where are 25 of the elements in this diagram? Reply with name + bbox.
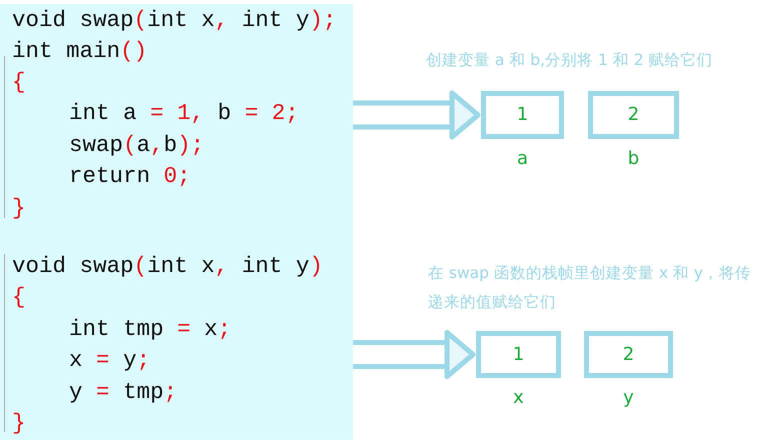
code-line: int a = 1, b = 2;	[69, 99, 299, 127]
value-text: 1	[512, 344, 524, 366]
variable-name: a	[516, 148, 530, 170]
note-text: 创建变量 a 和 b,分别将 1 和 2 赋给它们	[426, 50, 714, 71]
code-line: void swap(int x, int y)	[12, 252, 323, 280]
code-panel	[0, 4, 353, 226]
code-line: int main()	[12, 37, 148, 65]
code-line: {	[12, 68, 26, 96]
code-line: }	[12, 409, 26, 437]
code-line: y = tmp;	[69, 378, 178, 406]
variable-name: y	[622, 387, 635, 409]
note-text: 在 swap 函数的栈帧里创建变量 x 和 y，将传递来的值赋给它们	[428, 263, 752, 313]
code-line: {	[12, 283, 26, 311]
value-text: 1	[516, 104, 528, 126]
code-panel	[0, 226, 353, 440]
value-text: 2	[628, 104, 640, 126]
code-line: return 0;	[69, 162, 191, 190]
variable-name: x	[512, 387, 525, 409]
code-line: int tmp = x;	[69, 315, 232, 343]
variable-name: b	[626, 148, 640, 170]
code-line: x = y;	[69, 346, 150, 374]
code-line: void swap(int x, int y);	[12, 6, 336, 34]
code-line: swap(a,b);	[69, 131, 204, 159]
value-text: 2	[622, 344, 634, 366]
code-line: }	[12, 194, 26, 222]
